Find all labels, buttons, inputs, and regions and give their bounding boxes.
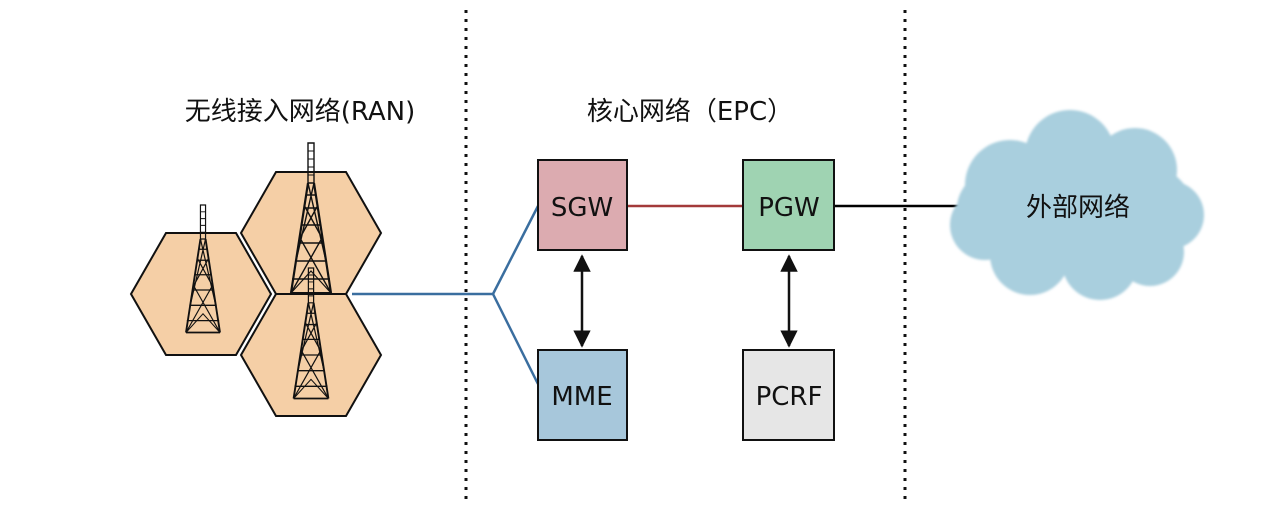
- mme-label: MME: [551, 382, 612, 412]
- ran-section-title: 无线接入网络(RAN): [185, 97, 416, 127]
- sgw-node: SGW: [537, 159, 628, 251]
- pgw-node: PGW: [742, 159, 835, 251]
- ran-core-link: [352, 205, 540, 385]
- epc-section-title: 核心网络（EPC）: [587, 97, 793, 127]
- pcrf-node: PCRF: [742, 349, 835, 441]
- pcrf-label: PCRF: [756, 382, 823, 412]
- ran-cell-top: [239, 171, 383, 295]
- mme-node: MME: [537, 349, 628, 441]
- ran-cell-left: [129, 232, 273, 356]
- sgw-label: SGW: [551, 193, 613, 223]
- pgw-label: PGW: [758, 193, 820, 223]
- ran-cells: [129, 171, 383, 417]
- external-network-label: 外部网络: [1026, 193, 1130, 223]
- external-network-cloud: 外部网络: [950, 110, 1204, 300]
